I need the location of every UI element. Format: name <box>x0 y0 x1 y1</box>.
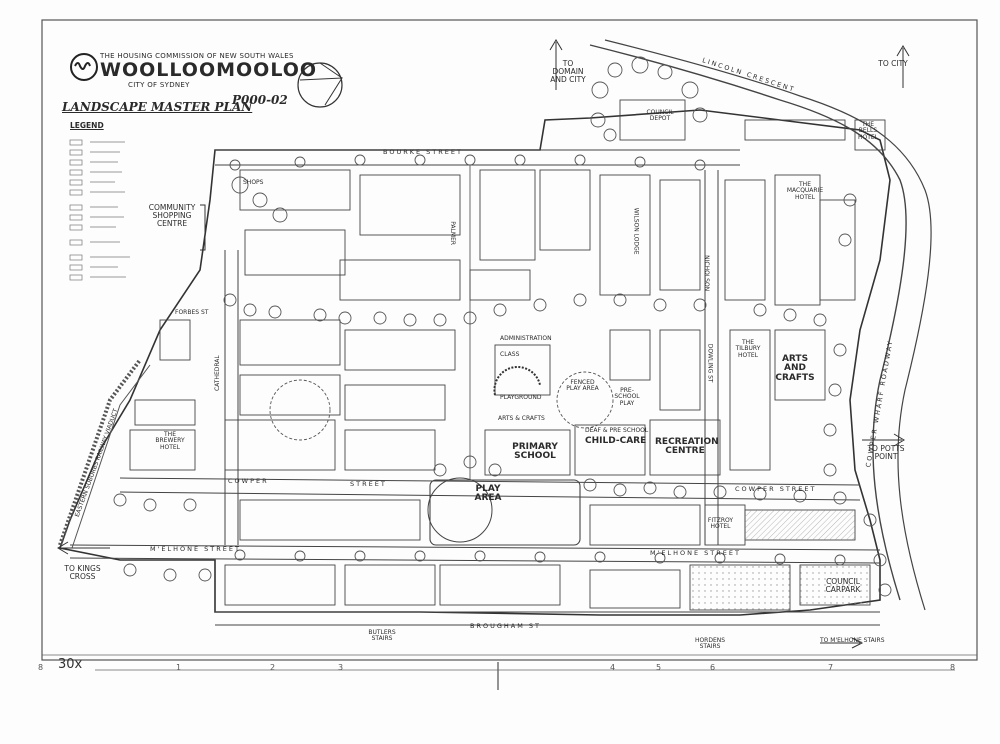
child-care-label: CHILD-CARE <box>585 436 647 446</box>
legend-heading: LEGEND <box>70 121 104 130</box>
bells-hotel-label: THE BELLS HOTEL <box>857 121 879 141</box>
mcelhone-street-left-label: M'ELHONE STREET <box>150 545 241 553</box>
fenced-play-area-label: FENCED PLAY AREA <box>566 379 599 393</box>
arts-and-crafts-label: ARTS AND CRAFTS <box>775 354 815 383</box>
arts-crafts-small-label: ARTS & CRAFTS <box>498 415 545 422</box>
tilbury-hotel-label: THE TILBURY HOTEL <box>735 339 761 359</box>
plan-code: P000-02 <box>232 93 288 107</box>
city-label: CITY OF SYDNEY <box>128 81 190 89</box>
deaf-school-label: DEAF & PRE SCHOOL <box>585 427 649 434</box>
fitzroy-hotel-label: FITZROY HOTEL <box>707 517 734 531</box>
mcelhone-street-right-label: M'ELHONE STREET <box>650 549 741 557</box>
community-shopping-centre-label: COMMUNITY SHOPPING CENTRE <box>148 203 196 228</box>
to-city-label: TO CITY <box>878 59 908 68</box>
class-label: CLASS <box>500 351 520 358</box>
palmer-street-label: PALMER <box>449 221 457 246</box>
macquarie-hotel-label: THE MACQUARIE HOTEL <box>786 181 824 201</box>
playground-label: PLAYGROUND <box>500 394 542 401</box>
butlers-stairs-label: BUTLERS STAIRS <box>368 629 396 643</box>
to-potts-point-label: TO POTTS POINT <box>867 444 905 461</box>
bourke-street-label: BOURKE STREET <box>383 148 463 156</box>
authority-label: THE HOUSING COMMISSION OF NEW SOUTH WALE… <box>100 52 294 60</box>
brougham-street-label: BROUGHAM ST <box>470 622 541 630</box>
cowper-street-mid-label: STREET <box>350 480 387 488</box>
cowper-street-left-label: COWPER <box>228 477 269 485</box>
scale-tick: 4 <box>610 663 616 672</box>
recreation-centre-label: RECREATION CENTRE <box>655 437 719 457</box>
scale-tick: 8 <box>38 663 44 672</box>
to-domain-label: TO DOMAIN AND CITY <box>550 59 586 84</box>
scale-tick: 1 <box>176 663 182 672</box>
project-title: WOOLLOOMOOLOO <box>100 59 318 81</box>
to-kings-cross-label: TO KINGS CROSS <box>64 564 101 581</box>
primary-school-label: PRIMARY SCHOOL <box>512 442 558 462</box>
council-depot-label: COUNCIL DEPOT <box>646 109 674 123</box>
scale-tick: 8 <box>950 663 956 672</box>
forbes-street-label: FORBES ST <box>175 309 209 316</box>
play-area-label: PLAY AREA <box>474 484 502 504</box>
cathedral-street-label: CATHEDRAL <box>213 355 221 392</box>
scale-tick: 3 <box>338 663 344 672</box>
wilson-lodge-label: WILSON LODGE <box>632 207 640 255</box>
mcelhone-stairs-label: TO M'ELHONE STAIRS <box>820 637 885 644</box>
administration-label: ADMINISTRATION <box>500 335 552 342</box>
hordens-stairs-label: HORDENS STAIRS <box>694 637 726 651</box>
plan-title: LANDSCAPE MASTER PLAN <box>62 100 253 114</box>
brewery-hotel-label: THE BREWERY HOTEL <box>155 431 185 451</box>
council-carpark-label: COUNCIL CARPARK <box>825 577 861 594</box>
scale-tick: 2 <box>270 663 276 672</box>
scale-tick: 7 <box>828 663 834 672</box>
nicholson-street-label: NICHOLSON <box>703 255 711 292</box>
dowling-street-label: DOWLING ST <box>706 343 714 383</box>
scale-tick: 5 <box>656 663 662 672</box>
scale-label: 30x <box>58 657 83 672</box>
scale-tick: 6 <box>710 663 716 672</box>
pre-school-play-label: PRE-SCHOOL PLAY <box>614 387 640 407</box>
shops-label: SHOPS <box>243 179 264 186</box>
cowper-street-right-label: COWPER STREET <box>735 485 817 493</box>
